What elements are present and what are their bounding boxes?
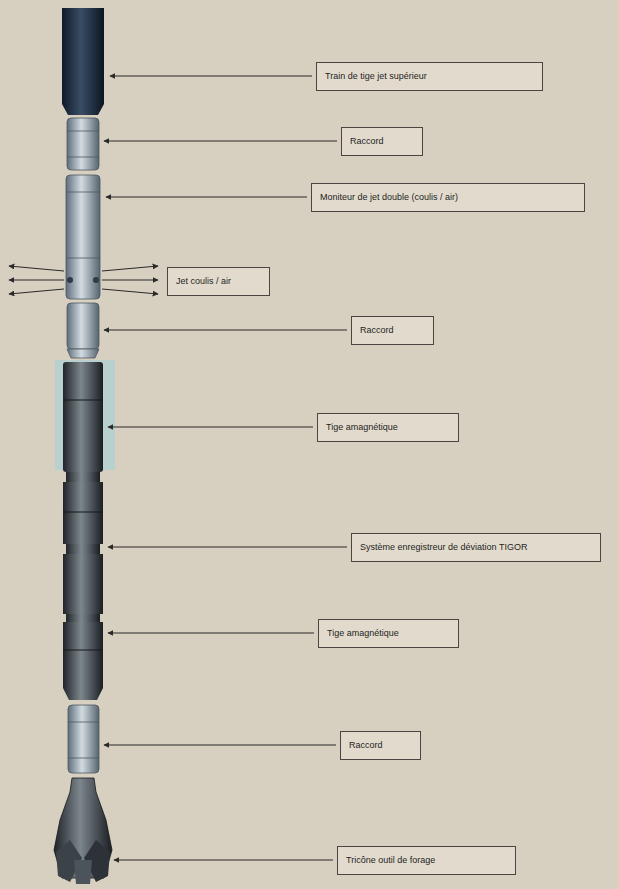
- coupling: [68, 705, 99, 773]
- label-text: Tige amagnétique: [327, 628, 450, 639]
- label-box: Raccord: [340, 731, 421, 760]
- coupling: [67, 303, 99, 358]
- non-magnetic-rod: [63, 362, 103, 700]
- upper-jet-rod: [62, 8, 104, 115]
- label-box: Train de tige jet supérieur: [316, 62, 543, 91]
- label-box: Raccord: [341, 127, 423, 156]
- label-text: Tricône outil de forage: [346, 855, 507, 866]
- label-text: Raccord: [349, 740, 412, 751]
- label-text: Raccord: [350, 136, 414, 147]
- label-box: Raccord: [351, 316, 434, 345]
- label-box: Tricône outil de forage: [337, 846, 516, 875]
- jet-monitor: [66, 175, 100, 299]
- label-box: Système enregistreur de déviation TIGOR: [351, 533, 601, 562]
- label-box: Moniteur de jet double (coulis / air): [311, 183, 585, 212]
- tricone-bit: [54, 778, 112, 884]
- jet-arrows: [9, 266, 158, 294]
- label-text: Tige amagnétique: [326, 422, 450, 433]
- label-text: Système enregistreur de déviation TIGOR: [360, 542, 592, 553]
- label-text: Jet coulis / air: [176, 276, 261, 287]
- label-box: Tige amagnétique: [317, 413, 459, 442]
- label-text: Raccord: [360, 325, 425, 336]
- label-box: Tige amagnétique: [318, 619, 459, 648]
- label-box: Jet coulis / air: [167, 267, 270, 296]
- coupling: [67, 118, 99, 170]
- label-text: Train de tige jet supérieur: [325, 71, 534, 82]
- label-text: Moniteur de jet double (coulis / air): [320, 192, 576, 203]
